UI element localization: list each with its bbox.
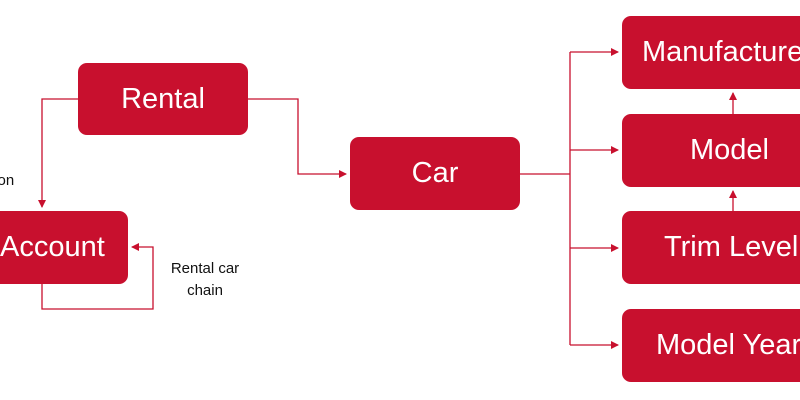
node-model-year[interactable]: Model Year (622, 309, 800, 382)
edge-label-account-self: Rental car chain (160, 258, 250, 302)
edge-rental-car (248, 98, 347, 178)
node-car[interactable]: Car (350, 137, 520, 210)
node-account[interactable]: Account (0, 211, 128, 284)
node-car-label: Car (411, 157, 459, 189)
node-account-label: Account (0, 231, 105, 263)
edge-rental-account (38, 98, 78, 208)
edge-account-self (41, 243, 154, 310)
node-model[interactable]: Model (622, 114, 800, 187)
edge-label-rental-account: tion (0, 170, 14, 192)
node-rental-label: Rental (121, 82, 205, 115)
node-model-year-label: Model Year (656, 329, 800, 361)
node-rental[interactable]: Rental (78, 63, 248, 135)
node-manufacturer[interactable]: Manufacturer (622, 16, 800, 89)
node-manufacturer-label: Manufacturer (642, 36, 800, 68)
node-model-label: Model (690, 134, 769, 166)
edge-label-rental-account-text: tion (0, 172, 15, 189)
node-trim-level[interactable]: Trim Level (622, 211, 800, 284)
edge-label-account-self-line1: Rental car (170, 260, 240, 277)
node-trim-level-label: Trim Level (664, 231, 799, 263)
edge-label-account-self-line2: chain (187, 282, 223, 299)
